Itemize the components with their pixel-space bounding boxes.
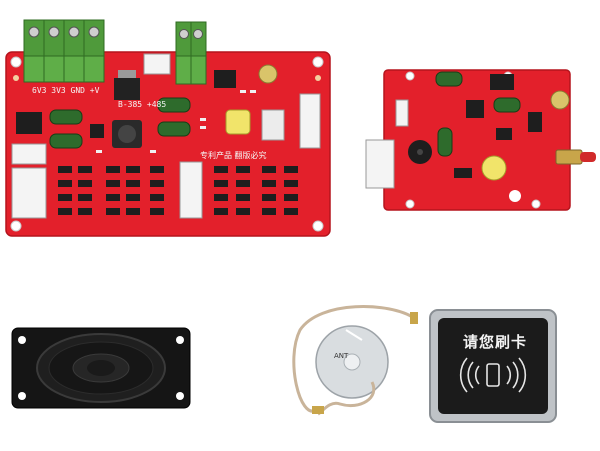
main-control-board <box>5 19 331 237</box>
antenna-label: ANT <box>334 352 349 360</box>
main-board-silkscreen-right: 专利产品 翻版必究 <box>200 151 267 160</box>
main-board-silkscreen-left: 6V3 3V3 GND +V <box>32 86 100 95</box>
main-board-silkscreen-mid: B-385 +485 <box>118 100 167 109</box>
nfc-phone-icon <box>459 357 527 393</box>
antenna <box>292 305 418 416</box>
rf-reader-board <box>365 69 596 211</box>
speaker <box>11 327 191 409</box>
terminal-block-right <box>175 21 207 85</box>
card-reader-prompt: 请您刷卡 <box>462 333 527 351</box>
card-reader <box>429 309 557 423</box>
terminal-block-left <box>23 19 105 83</box>
